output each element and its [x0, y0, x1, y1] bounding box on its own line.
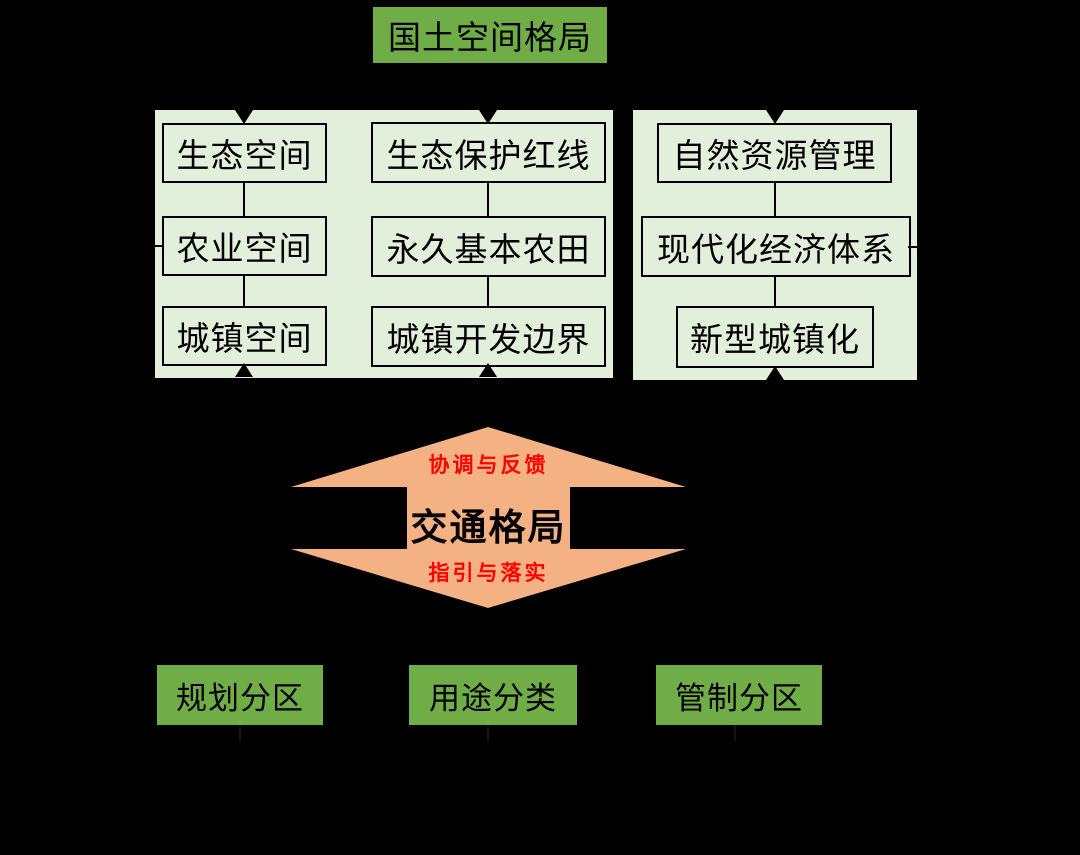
box-urban-space: 城镇空间 — [162, 306, 327, 366]
up-down-arrow-shape — [291, 427, 686, 608]
guidance-implementation-label: 指引与落实 — [291, 557, 686, 587]
box-label: 管制分区 — [675, 680, 803, 716]
box-label: 现代化经济体系 — [657, 230, 895, 268]
arrow-down-icon — [479, 110, 497, 124]
connector-line — [487, 277, 489, 306]
connector-tick-right — [908, 246, 934, 248]
box-national-territory-spatial-pattern: 国土空间格局 — [373, 7, 607, 63]
box-label: 永久基本农田 — [386, 230, 591, 268]
coordination-feedback-label: 协调与反馈 — [291, 449, 686, 479]
transport-pattern-label: 交通格局 — [291, 497, 686, 551]
connector-stub — [239, 725, 241, 741]
connector-stub — [734, 725, 736, 741]
connector-line — [239, 378, 241, 672]
arrow-up-icon — [479, 363, 497, 377]
arrow-up-icon — [235, 363, 253, 377]
box-control-zoning: 管制分区 — [656, 665, 822, 725]
transport-pattern-arrow — [291, 427, 686, 608]
box-label: 规划分区 — [176, 680, 304, 716]
connector-tick-left — [140, 245, 163, 247]
box-land-use-classification: 用途分类 — [409, 665, 577, 725]
connector-stub — [487, 725, 489, 741]
label-text: 指引与落实 — [428, 562, 549, 585]
box-label: 城镇开发边界 — [386, 320, 591, 358]
connector-line — [487, 608, 489, 672]
box-urban-development-boundary: 城镇开发边界 — [371, 306, 606, 367]
box-label: 生态空间 — [176, 137, 313, 174]
box-new-urbanization: 新型城镇化 — [676, 306, 874, 368]
arrow-down-icon — [766, 110, 784, 124]
connector-line — [734, 380, 736, 672]
arrow-up-icon — [766, 366, 784, 380]
connector-line — [243, 276, 245, 306]
box-natural-resource-management: 自然资源管理 — [657, 123, 892, 183]
connector-line — [243, 86, 776, 88]
box-permanent-basic-farmland: 永久基本农田 — [371, 216, 606, 277]
box-label: 生态保护红线 — [386, 136, 591, 174]
box-label: 农业空间 — [176, 230, 313, 267]
label-text: 协调与反馈 — [428, 454, 549, 477]
connector-line — [243, 86, 245, 110]
label-text: 交通格局 — [410, 507, 567, 548]
connector-line — [774, 277, 776, 306]
box-ecological-space: 生态空间 — [162, 123, 327, 183]
arrow-down-icon — [235, 110, 253, 124]
box-label: 城镇空间 — [176, 320, 313, 357]
box-label: 自然资源管理 — [672, 137, 877, 174]
connector-line — [774, 86, 776, 110]
box-ecological-protection-redline: 生态保护红线 — [371, 122, 606, 183]
connector-line — [243, 183, 245, 216]
box-agricultural-space: 农业空间 — [162, 216, 327, 276]
box-label: 用途分类 — [429, 680, 557, 716]
box-modern-economic-system: 现代化经济体系 — [641, 216, 911, 277]
box-label: 新型城镇化 — [690, 321, 860, 358]
connector-line — [774, 183, 776, 216]
title-label: 国土空间格局 — [388, 19, 592, 56]
box-planning-zoning: 规划分区 — [157, 665, 323, 725]
connector-line — [487, 183, 489, 216]
